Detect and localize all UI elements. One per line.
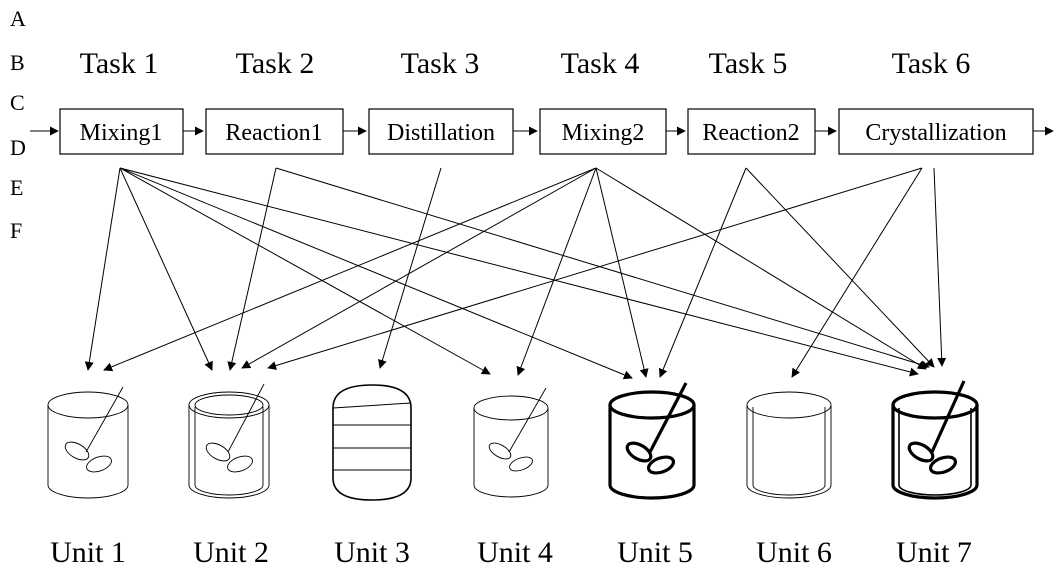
unit-6-vessel-icon — [746, 391, 832, 499]
row-label-e: E — [10, 175, 23, 200]
assign-arrow-mixing1-unit5 — [119, 167, 633, 380]
assign-arrow-distillation-unit3 — [378, 167, 442, 369]
unit-7-label: Unit 7 — [896, 536, 972, 569]
step-label-crystallization: Crystallization — [865, 120, 1006, 146]
assign-arrow-reaction2-unit5 — [658, 167, 747, 378]
row-label-f: F — [10, 218, 22, 243]
step-label-reaction1: Reaction1 — [225, 120, 322, 146]
process-steps: Mixing1 Reaction1 Distillation Mixing2 R… — [59, 108, 1034, 155]
assign-arrow-mixing1-unit7 — [119, 167, 919, 377]
assign-arrow-mixing2-unit2 — [241, 167, 597, 369]
assign-arrow-reaction2-unit7 — [745, 167, 935, 368]
row-label-b: B — [10, 50, 25, 75]
unit-1-label: Unit 1 — [50, 536, 126, 569]
assignment-arrows — [84, 167, 947, 380]
task-5-label: Task 5 — [709, 47, 788, 80]
process-units — [47, 380, 979, 501]
task-headers: Task 1 Task 2 Task 3 Task 4 Task 5 Task … — [80, 47, 971, 80]
step-label-distillation: Distillation — [387, 120, 495, 146]
unit-5-vessel-icon — [608, 382, 696, 500]
row-label-a: A — [10, 6, 26, 31]
step-box-distillation — [368, 108, 514, 155]
step-box-reaction1 — [205, 108, 344, 155]
unit-2-vessel-icon — [188, 383, 270, 499]
unit-3-label: Unit 3 — [334, 536, 410, 569]
assign-arrow-reaction1-unit7 — [275, 167, 930, 369]
step-box-mixing2 — [539, 108, 667, 155]
step-box-mixing1 — [59, 108, 184, 155]
task-1-label: Task 1 — [80, 47, 159, 80]
task-2-label: Task 2 — [236, 47, 315, 80]
step-label-reaction2: Reaction2 — [702, 120, 799, 146]
assign-arrow-crystallization-unit7 — [933, 167, 947, 367]
unit-4-label: Unit 4 — [477, 536, 553, 569]
unit-3-column-icon — [332, 384, 412, 501]
assign-arrow-mixing2-unit7 — [595, 167, 927, 370]
step-box-reaction2 — [687, 108, 816, 155]
row-labels: A B C D E F — [10, 6, 26, 243]
assign-arrow-mixing1-unit1 — [84, 167, 121, 371]
unit-7-vessel-icon — [891, 380, 979, 500]
step-box-crystallization — [838, 108, 1034, 155]
task-3-label: Task 3 — [401, 47, 480, 80]
task-4-label: Task 4 — [561, 47, 640, 80]
assign-arrow-crystallization-unit2 — [267, 167, 923, 370]
assign-arrow-mixing1-unit4 — [119, 167, 491, 375]
step-label-mixing2: Mixing2 — [562, 120, 645, 146]
unit-6-label: Unit 6 — [756, 536, 832, 569]
row-label-c: C — [10, 90, 25, 115]
assign-arrow-crystallization-unit6 — [791, 167, 923, 378]
assign-arrow-reaction1-unit2 — [227, 167, 277, 371]
assign-arrow-mixing1-unit2 — [119, 167, 213, 371]
unit-2-label: Unit 2 — [193, 536, 269, 569]
unit-1-vessel-icon — [47, 386, 129, 499]
unit-4-vessel-icon — [473, 387, 549, 498]
assign-arrow-mixing2-unit5 — [595, 167, 649, 378]
unit-5-label: Unit 5 — [617, 536, 693, 569]
assign-arrow-mixing2-unit4 — [516, 167, 597, 376]
task-6-label: Task 6 — [892, 47, 971, 80]
step-label-mixing1: Mixing1 — [80, 120, 163, 146]
row-label-d: D — [10, 135, 26, 160]
unit-labels: Unit 1 Unit 2 Unit 3 Unit 4 Unit 5 Unit … — [50, 536, 972, 569]
assign-arrow-mixing2-unit1 — [103, 167, 597, 372]
